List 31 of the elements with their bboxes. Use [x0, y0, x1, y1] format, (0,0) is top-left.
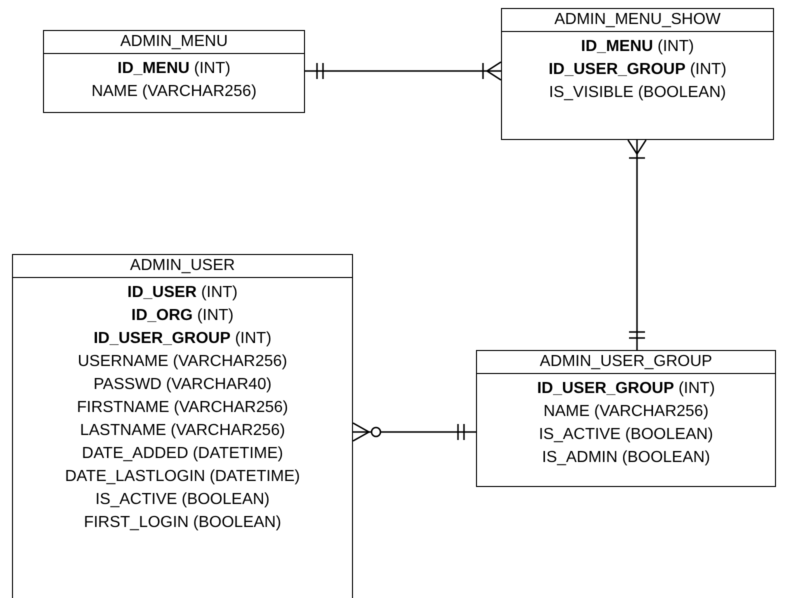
table-title: ADMIN_USER: [13, 255, 352, 278]
table-box: [12, 254, 353, 598]
column-text: PASSWD (VARCHAR40): [93, 375, 272, 395]
column-text: IS_ACTIVE (BOOLEAN): [538, 425, 714, 445]
relationship-line: [352, 422, 476, 442]
column-text: ID_USER_GROUP (INT): [94, 329, 272, 349]
relationship-line: [305, 61, 502, 81]
table-title: ADMIN_MENU_SHOW: [502, 9, 773, 32]
column-text: ID_USER_GROUP (INT): [548, 60, 726, 80]
column-text: ID_MENU (INT): [118, 59, 230, 79]
column-text: ID_USER_GROUP (INT): [537, 379, 715, 399]
column-text: NAME (VARCHAR256): [543, 402, 709, 422]
column-text: IS_ADMIN (BOOLEAN): [542, 448, 710, 468]
column-text: DATE_LASTLOGIN (DATETIME): [65, 467, 300, 487]
table-box: [501, 8, 774, 140]
column-text: FIRST_LOGIN (BOOLEAN): [84, 513, 282, 533]
column-text: ID_MENU (INT): [581, 37, 694, 57]
table-box: [43, 30, 305, 113]
table-title: ADMIN_USER_GROUP: [477, 351, 775, 374]
table-title: ADMIN_MENU: [44, 31, 304, 54]
column-text: IS_VISIBLE (BOOLEAN): [549, 83, 726, 103]
relationship-line: [627, 139, 647, 350]
column-text: ID_USER (INT): [127, 283, 238, 303]
column-text: ID_ORG (INT): [131, 306, 234, 326]
column-text: NAME (VARCHAR256): [91, 82, 257, 102]
table-box: [476, 350, 776, 487]
column-text: IS_ACTIVE (BOOLEAN): [95, 490, 270, 510]
column-text: DATE_ADDED (DATETIME): [82, 444, 284, 464]
column-text: FIRSTNAME (VARCHAR256): [76, 398, 288, 418]
column-text: USERNAME (VARCHAR256): [78, 352, 288, 372]
column-text: LASTNAME (VARCHAR256): [80, 421, 286, 441]
